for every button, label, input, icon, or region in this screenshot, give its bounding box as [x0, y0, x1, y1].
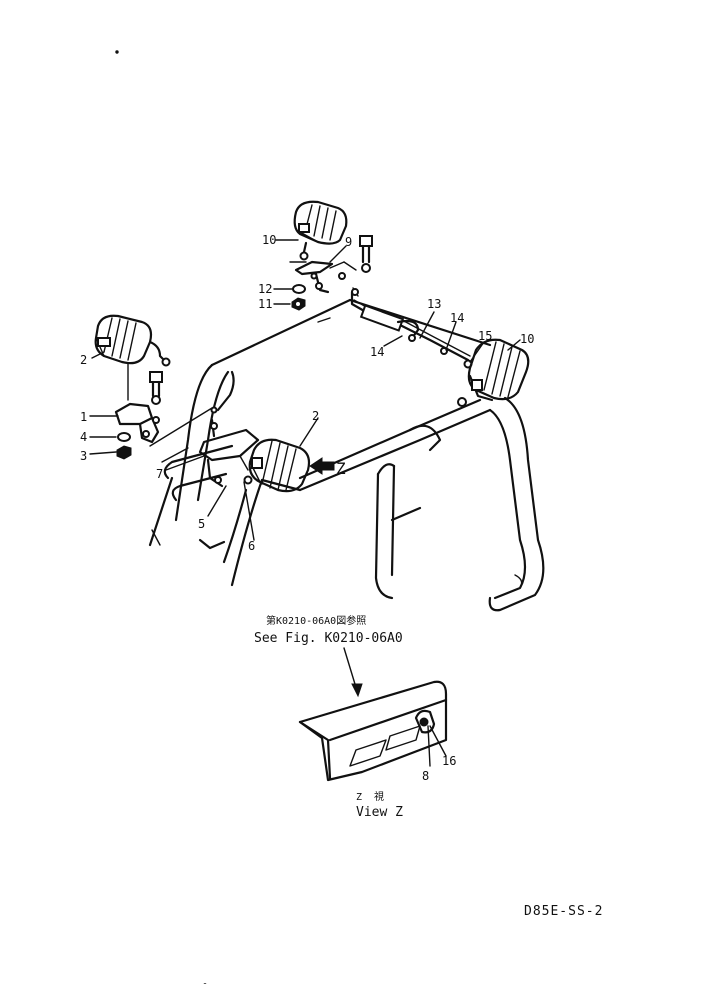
callout-2-front: 2 [312, 409, 319, 423]
view-z-detail [298, 647, 448, 782]
callout-11: 11 [258, 297, 272, 311]
callout-12: 12 [258, 282, 272, 296]
bolt-left [149, 371, 163, 405]
leader-lines [89, 239, 521, 541]
callout-1: 1 [80, 410, 87, 424]
view-z-marker: Z [336, 459, 346, 478]
view-caption-jp: Z 視 [356, 790, 384, 803]
bracket-left [114, 402, 218, 447]
view-caption-en: View Z [356, 805, 403, 820]
work-lamp-right [457, 338, 530, 407]
callout-6: 6 [248, 539, 255, 553]
nut-3 [116, 445, 132, 460]
washer-4 [117, 432, 131, 442]
callout-10-top: 10 [262, 233, 276, 247]
callout-4: 4 [80, 430, 87, 444]
callout-3: 3 [80, 449, 87, 463]
reference-en: See Fig. K0210-06A0 [254, 631, 403, 646]
figure-id: D85E-SS-2 [524, 904, 603, 919]
bolt-upper [359, 235, 373, 273]
callout-10-right: 10 [520, 332, 534, 346]
callout-16: 16 [442, 754, 456, 768]
cab-frame [148, 298, 545, 612]
work-lamp-left [94, 314, 171, 401]
reference-jp: 第K0210-06A0図参照 [266, 614, 366, 627]
washer-12 [292, 284, 306, 294]
callout-15: 15 [478, 329, 492, 343]
callout-14-left: 14 [370, 345, 384, 359]
wire-harness-roof [350, 290, 473, 369]
callout-14-right: 14 [450, 311, 464, 325]
upper-bracket [289, 260, 357, 294]
callout-5: 5 [198, 517, 205, 531]
view-z-arrow [309, 457, 335, 475]
callout-8: 8 [422, 769, 429, 783]
callout-7: 7 [156, 467, 163, 481]
work-lamp-top [293, 200, 348, 261]
callout-13: 13 [427, 297, 441, 311]
callout-9: 9 [345, 235, 352, 249]
callout-2-left: 2 [80, 353, 87, 367]
bracket-front [198, 418, 260, 488]
work-lamp-front [243, 438, 311, 493]
